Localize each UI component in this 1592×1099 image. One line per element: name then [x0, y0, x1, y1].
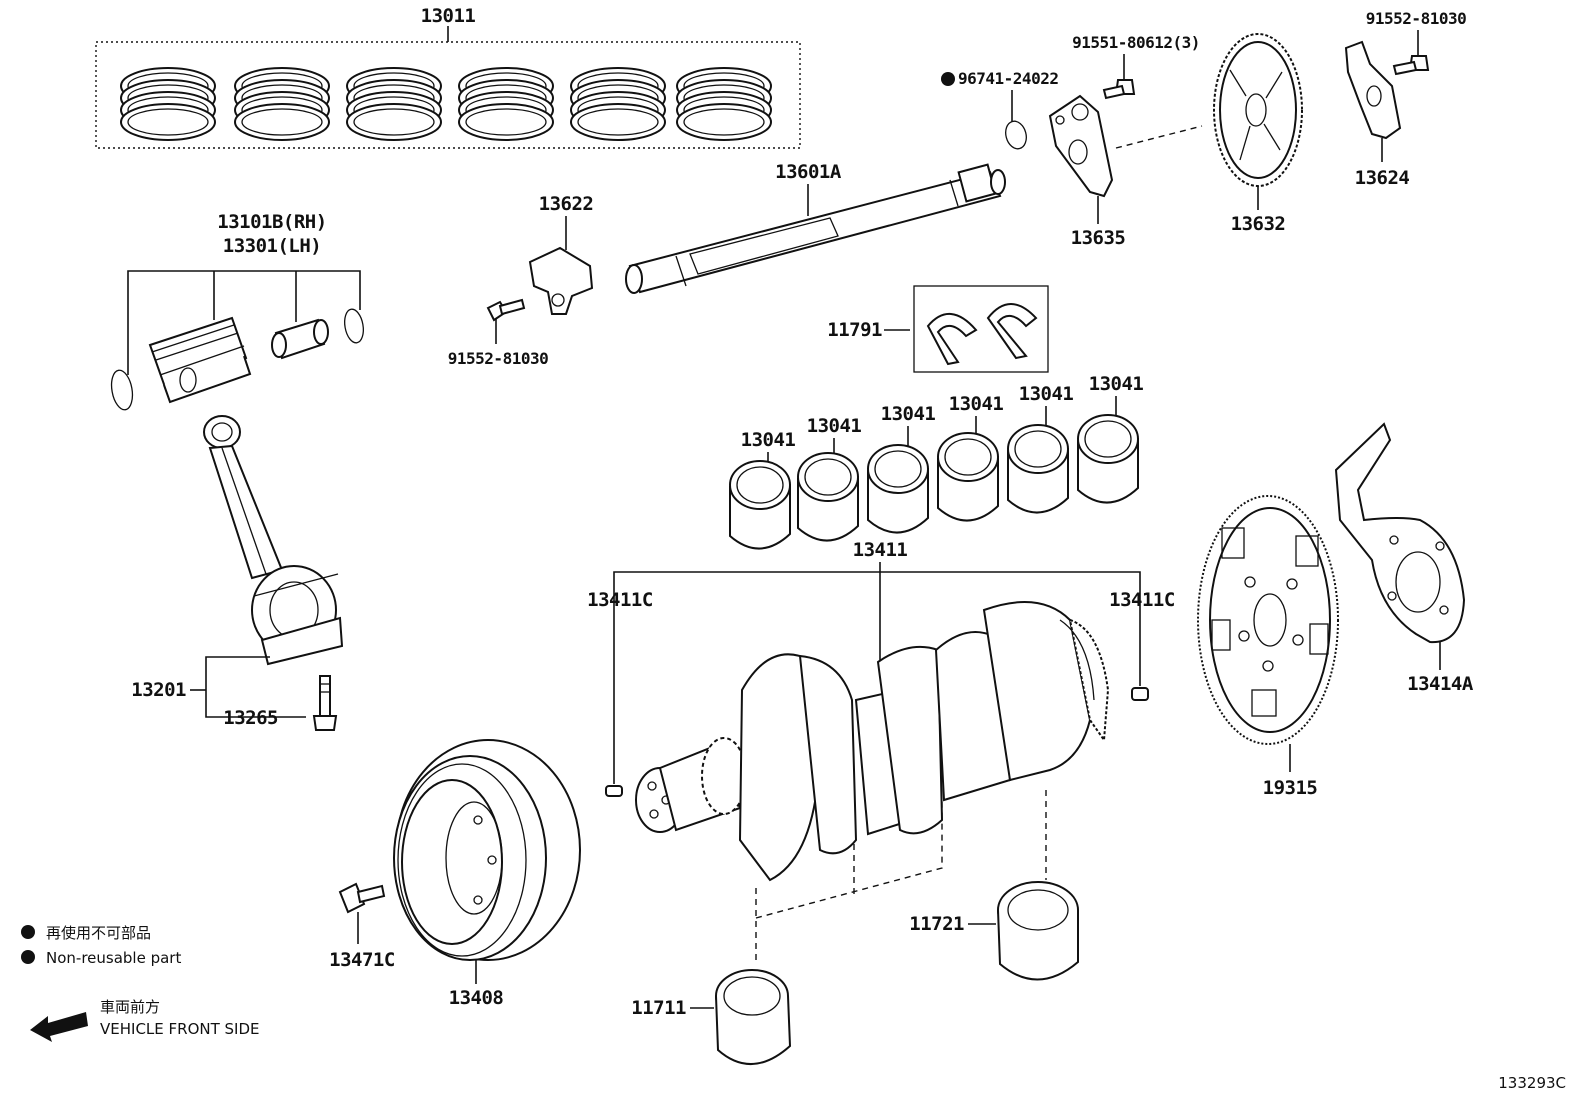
label-13471c[interactable]: 13471C [329, 949, 395, 971]
label-13411c-right[interactable]: 13411C [1109, 589, 1175, 611]
label-91551[interactable]: 91551-80612(3) [1072, 33, 1200, 52]
balancer-plate[interactable] [1048, 94, 1114, 198]
main-bearing-11711[interactable] [715, 969, 792, 1065]
label-13624[interactable]: 13624 [1355, 167, 1410, 189]
balancer-holder[interactable] [528, 246, 594, 315]
piston-pin[interactable] [271, 318, 329, 360]
label-13041[interactable]: 13041 [949, 393, 1004, 415]
label-11721[interactable]: 11721 [909, 913, 964, 935]
label-13041[interactable]: 13041 [807, 415, 862, 437]
conrod-leader [190, 656, 306, 718]
crankshaft-bearing-leaders [755, 790, 1047, 960]
main-bearing-13041[interactable] [1077, 414, 1139, 504]
main-bearing-13041[interactable] [937, 432, 999, 522]
bolt-91552-right[interactable] [1392, 55, 1430, 76]
diagram-id: 133293C [1498, 1074, 1566, 1092]
main-bearing-13041[interactable] [729, 460, 791, 550]
piston-ring-stack [458, 67, 554, 141]
label-13635[interactable]: 13635 [1071, 227, 1126, 249]
label-13041[interactable]: 13041 [741, 429, 796, 451]
label-13301[interactable]: 13301(LH) [223, 235, 322, 257]
piston-leader [127, 270, 361, 375]
o-ring[interactable] [1003, 119, 1030, 151]
piston-ring-stack [346, 67, 442, 141]
label-13411c-left[interactable]: 13411C [587, 589, 653, 611]
label-13201[interactable]: 13201 [131, 679, 186, 701]
label-13411[interactable]: 13411 [853, 539, 908, 561]
bolt-91551[interactable] [1102, 79, 1136, 100]
label-91552-left[interactable]: 91552-81030 [448, 349, 549, 368]
drive-plate-13414a[interactable] [1334, 422, 1466, 644]
main-bearing-13041[interactable] [867, 444, 929, 534]
legend-front-jp: 車両前方 [100, 998, 160, 1016]
piston-ring-stack [570, 67, 666, 141]
connecting-rod[interactable] [203, 415, 344, 666]
label-13041[interactable]: 13041 [1019, 383, 1074, 405]
legend-non-reusable-en: Non-reusable part [46, 949, 181, 967]
balancer-bracket[interactable] [1344, 40, 1402, 140]
piston-ring-set[interactable] [95, 26, 801, 149]
legend-non-reusable-jp: 再使用不可部品 [46, 924, 151, 942]
thrust-washers[interactable] [913, 285, 1049, 373]
pulley-bolt[interactable] [338, 882, 386, 914]
label-91552-right[interactable]: 91552-81030 [1366, 9, 1467, 28]
legend: 再使用不可部品 Non-reusable part 車両前方 VEHICLE F… [21, 924, 260, 1042]
crankshaft[interactable] [635, 601, 1110, 882]
conrod-bolt[interactable] [312, 675, 338, 731]
label-19315[interactable]: 19315 [1263, 777, 1318, 799]
piston-ring-stack [120, 67, 216, 141]
crankshaft-leader [613, 562, 1141, 784]
legend-front-en: VEHICLE FRONT SIDE [100, 1020, 260, 1038]
label-13622[interactable]: 13622 [539, 193, 594, 215]
label-13011[interactable]: 13011 [421, 5, 476, 27]
signal-plate-19315[interactable] [1197, 495, 1339, 745]
piston[interactable] [148, 316, 252, 404]
label-13601a[interactable]: 13601A [775, 161, 842, 183]
snap-ring-left[interactable] [109, 369, 136, 412]
legend-dot-en [21, 950, 35, 964]
label-13041[interactable]: 13041 [1089, 373, 1144, 395]
piston-ring-stack [234, 67, 330, 141]
label-13101b[interactable]: 13101B(RH) [217, 211, 327, 233]
front-arrow-icon [30, 1012, 88, 1042]
snap-ring-right[interactable] [342, 308, 366, 345]
label-96741[interactable]: 96741-24022 [958, 69, 1059, 88]
non-reusable-marker [941, 72, 955, 86]
label-13265[interactable]: 13265 [223, 707, 278, 729]
crank-pulley[interactable] [393, 739, 581, 961]
piston-ring-stack [676, 67, 772, 141]
balancer-gear[interactable] [1213, 33, 1303, 187]
dowel-pin-right[interactable] [1131, 687, 1149, 701]
label-13414a[interactable]: 13414A [1407, 673, 1474, 695]
balance-shaft[interactable] [625, 163, 1006, 294]
label-13632[interactable]: 13632 [1231, 213, 1286, 235]
dowel-pin-left[interactable] [605, 785, 623, 797]
label-11791[interactable]: 11791 [827, 319, 882, 341]
bolt-91552-left[interactable] [486, 298, 526, 322]
main-bearing-13041[interactable] [797, 452, 859, 542]
main-bearing-13041[interactable] [1007, 424, 1069, 514]
label-13041[interactable]: 13041 [881, 403, 936, 425]
label-13408[interactable]: 13408 [449, 987, 504, 1009]
legend-dot-jp [21, 925, 35, 939]
main-bearing-11721[interactable] [997, 881, 1079, 981]
label-11711[interactable]: 11711 [631, 997, 686, 1019]
